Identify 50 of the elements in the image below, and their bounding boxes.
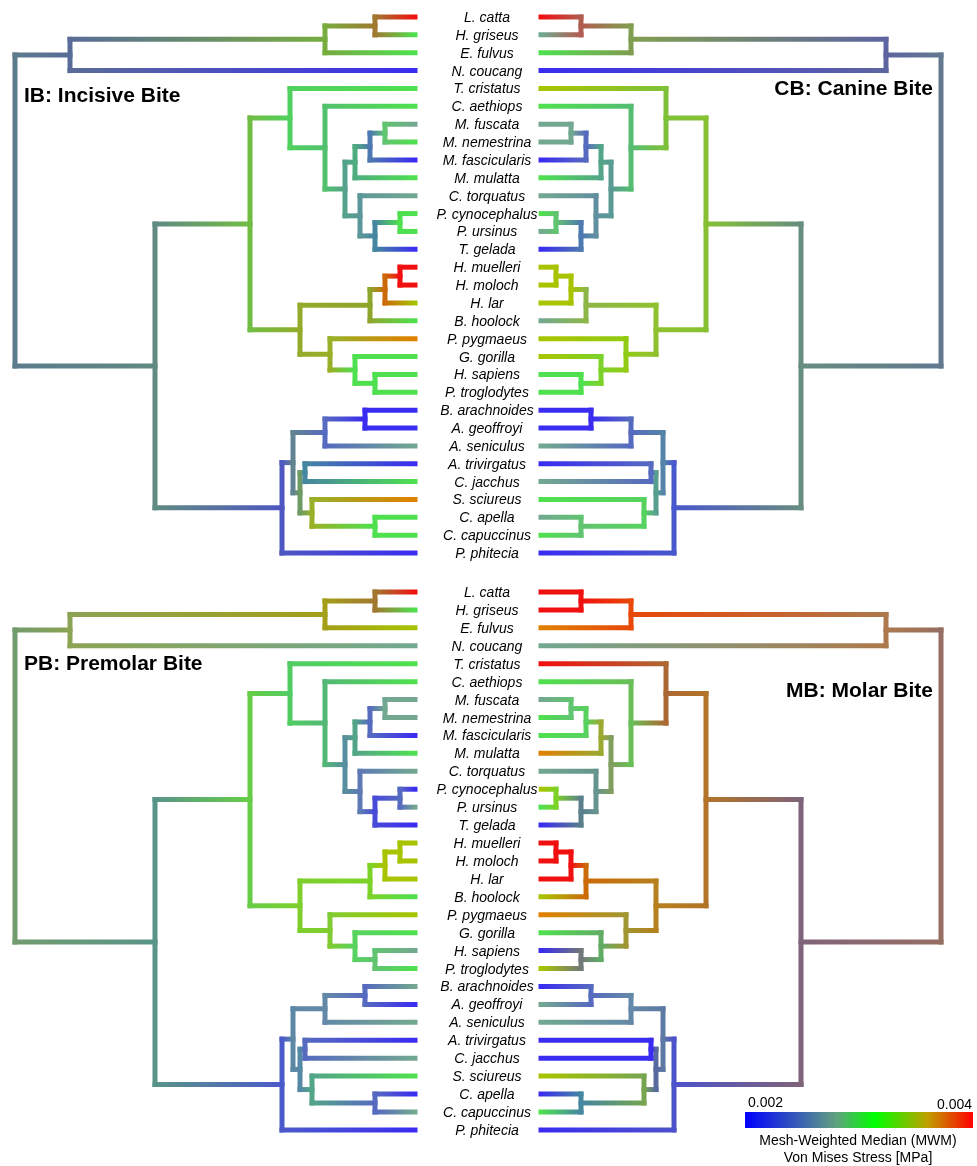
species-name: C. capuccinus [442,1103,532,1120]
species-name: A. geoffroyi [450,996,524,1013]
species-name: P. cynocephalus [435,781,539,798]
species-name: P. troglodytes [444,960,530,977]
species-name: A. seniculus [448,437,526,454]
species-name: C. capuccinus [442,527,532,544]
species-name: C. jacchus [453,1050,521,1067]
species-name: B. hoolock [453,312,521,329]
species-name: P. phitecia [454,1121,520,1138]
species-name: C. apella [458,1086,516,1103]
panel-title: MB: Molar Bite [786,678,933,702]
species-name: P. cynocephalus [435,205,539,222]
species-name: H. griseus [454,601,520,618]
species-name: M. fuscata [453,691,521,708]
species-name: M. mulatta [453,169,521,186]
species-name: C. apella [458,509,516,526]
scale-caption: Mesh-Weighted Median (MWM) Von Mises Stress [MPa] [758,1132,958,1166]
panel-title: PB: Premolar Bite [24,651,203,675]
species-name: A. trivirgatus [447,455,527,472]
species-name: C. aethiops [450,673,524,690]
species-name: T. gelada [457,817,517,834]
species-name: H. lar [469,870,505,887]
species-name: M. fascicularis [441,151,533,168]
species-name: C. jacchus [453,473,521,490]
species-name: T. gelada [457,241,517,258]
species-name: L. catta [463,9,511,25]
species-name: G. gorilla [458,348,516,365]
species-name: E. fulvus [459,44,515,61]
scale-tick-label: 0.004 [936,1096,972,1112]
species-name: G. gorilla [458,924,516,941]
species-name: A. geoffroyi [450,420,524,436]
species-name: E. fulvus [459,619,515,636]
species-name: M. nemestrina [441,709,533,726]
species-name: B. hoolock [453,888,521,905]
species-name: T. cristatus [452,655,522,672]
species-name: H. griseus [454,26,520,43]
species-name: L. catta [463,584,511,600]
species-name: P. troglodytes [444,384,530,401]
scale-tick-label: 0.002 [748,1094,784,1110]
species-name: H. moloch [454,852,520,869]
species-name: H. lar [469,294,505,311]
species-name: H. sapiens [452,942,522,959]
species-name: C. aethiops [450,98,524,115]
species-name: A. trivirgatus [447,1032,527,1049]
panel-title: IB: Incisive Bite [24,83,181,107]
species-name: H. sapiens [452,366,522,383]
species-name: P. phitecia [454,545,520,562]
species-name: C. torquatus [447,763,527,780]
species-name: H. muelleri [452,835,522,851]
panel-title: CB: Canine Bite [774,76,933,100]
